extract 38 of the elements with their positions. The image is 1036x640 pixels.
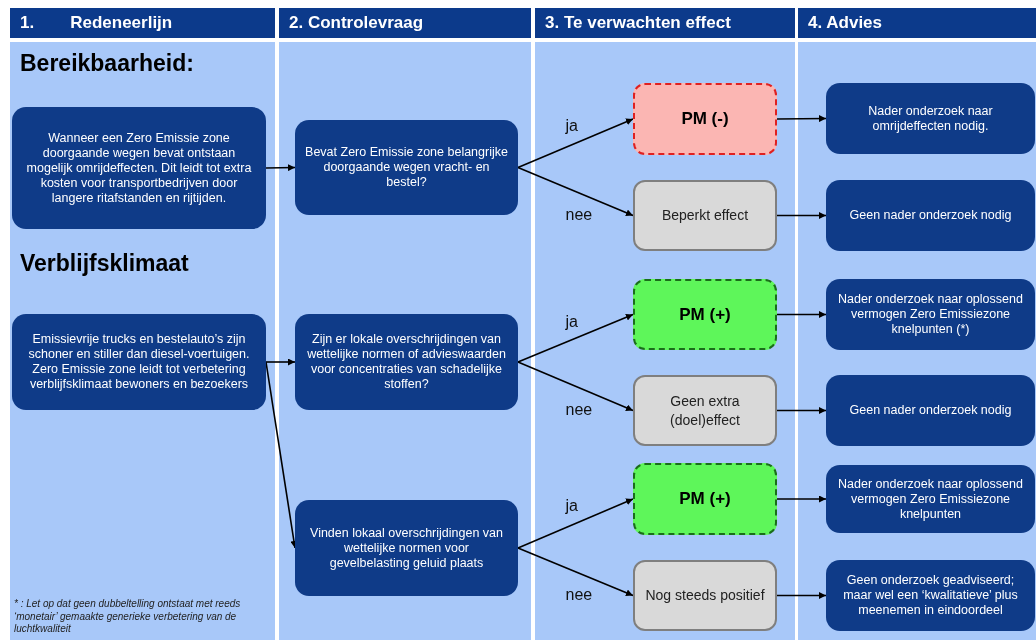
effect-box: Nog steeds positief bbox=[633, 560, 777, 631]
section-heading: Bereikbaarheid: bbox=[20, 50, 194, 77]
effect-box: PM (+) bbox=[633, 463, 777, 535]
effect-box: PM (+) bbox=[633, 279, 777, 350]
arrow bbox=[265, 358, 296, 366]
process-box: Emissievrije trucks en bestelauto’s zijn schoner en stiller dan diesel-voertuigen. Zero Emissie zone leidt tot verbetering verblijfsklimaat bewoners en bezoekers bbox=[12, 314, 266, 410]
process-box: Zijn er lokale overschrijdingen van wettelijke normen of advieswaarden voor concentraties van schadelijke stoffen? bbox=[295, 314, 518, 410]
effect-box: Geen extra (doel)effect bbox=[633, 375, 777, 446]
process-box: Wanneer een Zero Emissie zone doorgaande wegen bevat ontstaan mogelijk omrijdeffecten. Dit leidt tot extra kosten voor transportbedrijven door langere ritafstanden en rijtijden. bbox=[12, 107, 266, 229]
process-box: Nader onderzoek naar oplossend vermogen Zero Emissiezone knelpunten bbox=[826, 465, 1035, 533]
arrow bbox=[517, 166, 634, 217]
arrow bbox=[776, 115, 827, 123]
process-box: Geen nader onderzoek nodig bbox=[826, 180, 1035, 251]
process-box: Nader onderzoek naar omrijdeffecten nodig. bbox=[826, 83, 1035, 154]
column-header: 1. Redeneerlijn bbox=[10, 8, 275, 38]
arrow bbox=[776, 311, 827, 318]
arrow bbox=[265, 164, 296, 172]
arrow bbox=[776, 212, 827, 219]
column-header: 3. Te verwachten effect bbox=[535, 8, 795, 38]
arrow bbox=[517, 498, 634, 549]
arrow bbox=[776, 592, 827, 599]
column-header: 4. Advies bbox=[798, 8, 1036, 38]
process-box: Vinden lokaal overschrijdingen van wettelijke normen voor gevelbelasting geluid plaats bbox=[295, 500, 518, 596]
arrow bbox=[517, 547, 634, 597]
arrow bbox=[517, 313, 634, 363]
process-box: Nader onderzoek naar oplossend vermogen Zero Emissiezone knelpunten (*) bbox=[826, 279, 1035, 350]
effect-box: Beperkt effect bbox=[633, 180, 777, 251]
arrow bbox=[776, 495, 827, 503]
process-box: Bevat Zero Emissie zone belangrijke doorgaande wegen vracht- en bestel? bbox=[295, 120, 518, 215]
column-header: 2. Controlevraag bbox=[279, 8, 531, 38]
footnote: * : Let op dat geen dubbeltelling ontstaat met reeds ‘monetair’ gemaakte generieke verbetering van de luchtkwaliteit bbox=[14, 598, 242, 636]
arrow bbox=[517, 361, 634, 412]
effect-box: PM (-) bbox=[633, 83, 777, 155]
section-heading: Verblijfsklimaat bbox=[20, 250, 189, 277]
arrow bbox=[517, 118, 634, 169]
process-box: Geen onderzoek geadviseerd; maar wel een ‘kwalitatieve’ plus meenemen in eindoordeel bbox=[826, 560, 1035, 631]
arrow bbox=[776, 407, 827, 414]
process-box: Geen nader onderzoek nodig bbox=[826, 375, 1035, 446]
